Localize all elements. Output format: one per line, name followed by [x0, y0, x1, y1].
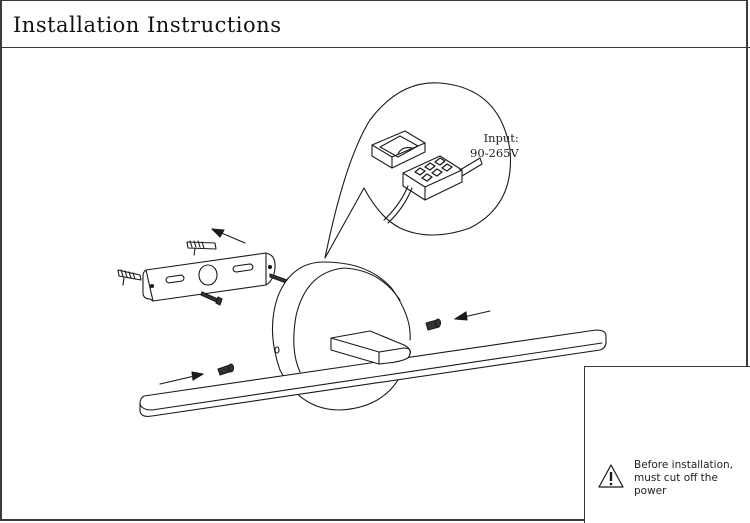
wall-anchor — [186, 240, 217, 256]
warning-line: Before installation, — [634, 459, 733, 471]
wall-anchor — [117, 269, 142, 286]
input-voltage: 90-265V — [470, 146, 519, 160]
set-screw — [217, 363, 235, 376]
warning-line: must cut off the — [634, 472, 718, 484]
warning-line: power — [634, 485, 667, 497]
page-title: Installation Instructions — [13, 13, 282, 37]
warning-panel — [584, 366, 750, 523]
mounting-bracket — [142, 252, 276, 302]
direction-arrow — [454, 310, 491, 321]
direction-arrow — [211, 228, 246, 244]
input-voltage-label: Input: 90-265V — [470, 131, 519, 161]
header: Installation Instructions — [0, 0, 750, 48]
light-bar — [139, 329, 607, 417]
junction-box — [371, 130, 483, 224]
direction-arrow — [159, 371, 204, 385]
warning-triangle-icon — [598, 464, 624, 488]
set-screw — [425, 318, 442, 331]
mounting-screw — [200, 291, 223, 306]
warning-text: Before installation, must cut off the po… — [634, 459, 744, 498]
input-label: Input: — [483, 131, 519, 145]
light-arm — [330, 330, 411, 365]
